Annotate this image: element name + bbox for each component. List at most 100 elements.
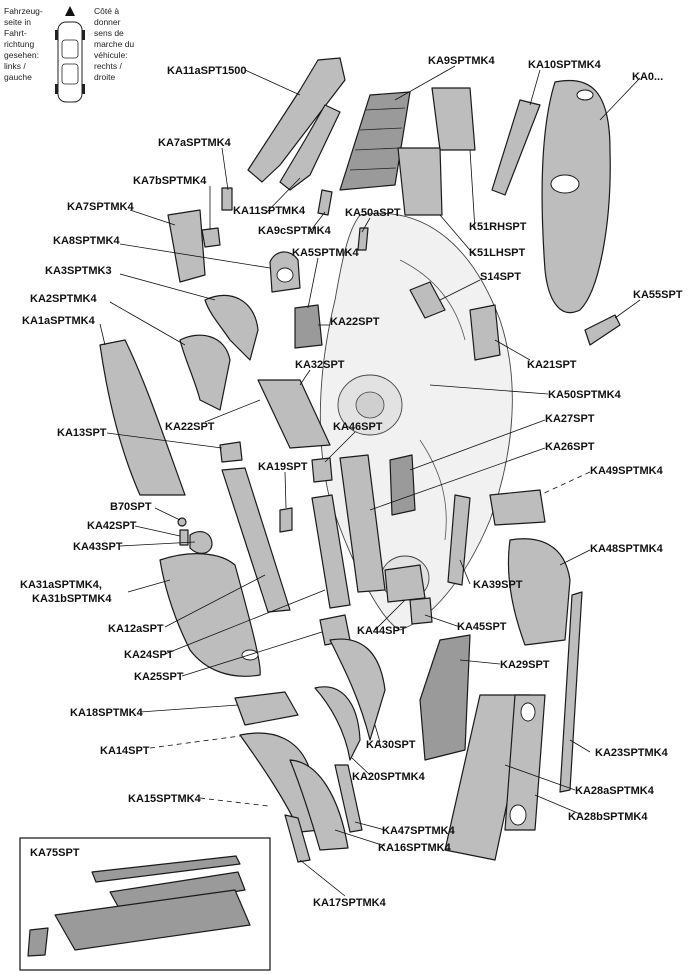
label-ka18sptmk4: KA18SPTMK4 xyxy=(70,707,144,719)
label-ka27spt: KA27SPT xyxy=(545,413,595,425)
part-ka45spt xyxy=(409,597,433,625)
part-ka11sptmk4 xyxy=(279,104,341,191)
label-ka9sptmk4: KA9SPTMK4 xyxy=(428,55,496,67)
label-ka12aspt: KA12aSPT xyxy=(108,623,164,635)
label-ka7sptmk4: KA7SPTMK4 xyxy=(67,201,135,213)
legend-left-text: Fahrzeug- seite in Fahrt- richtung geseh… xyxy=(4,6,45,82)
inset-part-middle-sill xyxy=(109,871,246,911)
part-ka19spt xyxy=(279,507,293,533)
part-ka23sptmk4 xyxy=(559,591,583,793)
part-ka11aspt1500 xyxy=(247,57,346,183)
part-ka50aspt xyxy=(357,227,369,251)
label-ka26spt: KA26SPT xyxy=(545,441,595,453)
label-ka11sptmk4: KA11SPTMK4 xyxy=(233,205,306,217)
label-ka50aspt: KA50aSPT xyxy=(345,207,401,219)
inset-box-ka75spt: KA75SPT xyxy=(19,837,271,971)
label-ka5sptmk4: KA5SPTMK4 xyxy=(292,247,360,259)
label-ka7asptmk4: KA7aSPTMK4 xyxy=(158,137,232,149)
label-ka25spt: KA25SPT xyxy=(134,671,184,683)
label-ka19spt: KA19SPT xyxy=(258,461,308,473)
part-ka30spt xyxy=(329,638,386,741)
label-ka20sptmk4: KA20SPTMK4 xyxy=(352,771,426,783)
part-ka13spt xyxy=(219,441,243,463)
part-ka16sptmk4 xyxy=(289,759,349,851)
label-ka14spt: KA14SPT xyxy=(100,745,150,757)
label-ka16sptmk4: KA16SPTMK4 xyxy=(378,842,452,854)
label-ka31asptmk4: KA31aSPTMK4, xyxy=(20,579,102,591)
label-ka9csptmk4: KA9cSPTMK4 xyxy=(258,225,332,237)
label-ka21spt: KA21SPT xyxy=(527,359,577,371)
label-ka46spt: KA46SPT xyxy=(333,421,383,433)
part-ka21spt xyxy=(469,304,501,361)
label-ka3sptmk3: KA3SPTMK3 xyxy=(45,265,112,277)
direction-arrow-icon xyxy=(65,6,75,16)
part-ka49sptmk4 xyxy=(489,489,546,526)
part-ka32spt xyxy=(257,379,331,449)
label-ka30spt: KA30SPT xyxy=(366,739,416,751)
label-ka13spt: KA13SPT xyxy=(57,427,107,439)
part-ka8sptmk4 xyxy=(269,251,301,293)
label-ka42spt: KA42SPT xyxy=(87,520,137,532)
label-ka15sptmk4: KA15SPTMK4 xyxy=(128,793,202,805)
label-ka1asptmk4: KA1aSPTMK4 xyxy=(22,315,96,327)
part-s14spt xyxy=(409,281,446,319)
part-ka15sptmk4 xyxy=(239,732,321,833)
part-ka44spt xyxy=(384,564,426,603)
label-ka23sptmk4: KA23SPTMK4 xyxy=(595,747,669,759)
inset-part-lower-sill xyxy=(54,889,251,951)
label-ka11aspt1500: KA11aSPT1500 xyxy=(167,65,247,77)
part-ka28asptmk4 xyxy=(444,694,531,861)
part-ka31asptmk4 xyxy=(159,553,261,677)
part-k51lhspt xyxy=(397,147,443,216)
label-ka7bsptmk4: KA7bSPTMK4 xyxy=(133,175,207,187)
label-ka48sptmk4: KA48SPTMK4 xyxy=(590,543,664,555)
label-ka28bsptmk4: KA28bSPTMK4 xyxy=(568,811,648,823)
car-topview-icon xyxy=(55,21,85,103)
label-ka2sptmk4: KA2SPTMK4 xyxy=(30,293,98,305)
label-ka39spt: KA39SPT xyxy=(473,579,523,591)
part-ka24spt xyxy=(311,494,351,609)
part-ka7sptmk4 xyxy=(167,209,206,283)
part-ka48sptmk4 xyxy=(507,538,571,646)
part-ka12aspt xyxy=(221,467,291,613)
label-ka22spt-b: KA22SPT xyxy=(165,421,215,433)
part-ka55spt xyxy=(584,314,621,346)
part-ka29spt xyxy=(419,634,471,761)
label-ka31bsptmk4: KA31bSPTMK4 xyxy=(32,593,112,605)
label-ka24spt: KA24SPT xyxy=(124,649,174,661)
label-ka49sptmk4: KA49SPTMK4 xyxy=(590,465,664,477)
part-ka43spt xyxy=(189,531,213,554)
leader-lines xyxy=(99,65,641,897)
part-ka1asptmk4 xyxy=(99,339,186,496)
part-ka27spt xyxy=(389,454,416,516)
label-s14spt: S14SPT xyxy=(480,271,521,283)
part-ka7asptmk4 xyxy=(221,187,233,211)
part-ka9csptmk4 xyxy=(317,189,333,216)
label-ka32spt: KA32SPT xyxy=(295,359,345,371)
part-ka9sptmk4 xyxy=(339,91,411,191)
label-k51lhspt: K51LHSPT xyxy=(469,247,526,259)
label-ka45spt: KA45SPT xyxy=(457,621,507,633)
part-ka20sptmk4 xyxy=(314,686,361,761)
label-ka17sptmk4: KA17SPTMK4 xyxy=(313,897,387,909)
part-ka7bsptmk4 xyxy=(201,227,221,248)
part-ka18sptmk4 xyxy=(234,691,299,726)
label-ka44spt: KA44SPT xyxy=(357,625,407,637)
part-ka2sptmk4 xyxy=(179,334,231,411)
part-ka47sptmk4 xyxy=(334,764,363,833)
inset-part-upper-sill xyxy=(91,855,241,883)
label-ka47sptmk4: KA47SPTMK4 xyxy=(382,825,456,837)
part-ka3sptmk3 xyxy=(204,294,259,361)
part-ka28bsptmk4 xyxy=(504,694,546,831)
part-ka42spt xyxy=(179,529,189,546)
label-b70spt: B70SPT xyxy=(110,501,152,513)
label-ka50sptmk4: KA50SPTMK4 xyxy=(548,389,622,401)
label-ka43spt: KA43SPT xyxy=(73,541,123,553)
part-labels: KA11aSPT1500 KA9SPTMK4 KA10SPTMK4 KA0...… xyxy=(20,55,683,909)
part-ka0 xyxy=(541,79,611,314)
part-ka10sptmk4 xyxy=(491,99,541,196)
part-ka39spt xyxy=(447,494,471,586)
part-ka46spt xyxy=(311,457,333,483)
